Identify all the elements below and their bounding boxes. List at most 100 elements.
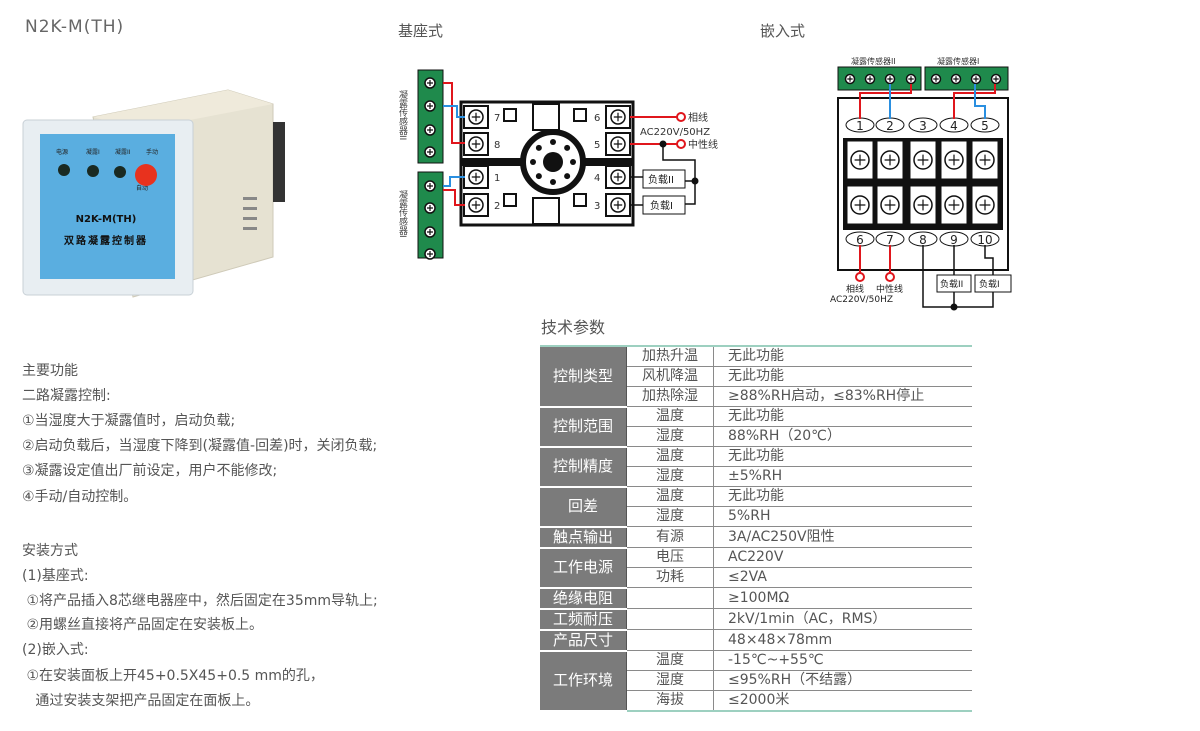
supply-label: AC220V/50HZ (640, 127, 710, 138)
table-row: 控制类型加热升温无此功能 (540, 346, 972, 408)
terminal-number: 9 (950, 233, 958, 247)
table-row: 湿度≤95%RH（不结露） (540, 670, 972, 691)
led-label-dew1: 凝露I (86, 148, 100, 156)
terminal-number: 1 (856, 119, 864, 133)
spec-group-label: 工作环境 (540, 650, 627, 712)
terminal-number: 4 (594, 173, 600, 184)
emb-load1-label: 负载I (979, 278, 1000, 290)
table-row: 绝缘电阻 ≥100MΩ (540, 587, 972, 610)
emb-load1-box (974, 274, 1012, 293)
spec-group-label: 控制精度 (540, 446, 627, 488)
spec-sub-label: 风机降温 (626, 366, 714, 387)
spec-sub-label: 有源 (626, 526, 714, 548)
table-row: 控制精度温度无此功能 (540, 446, 972, 488)
table-row: 控制范围温度无此功能 (540, 406, 972, 448)
spec-group-label: 绝缘电阻 (540, 587, 627, 610)
live-label: 相线 (688, 111, 708, 124)
terminal-number: 6 (594, 113, 600, 124)
emb-live-label: 相线 (846, 283, 864, 295)
spec-sub-label: 温度 (626, 650, 714, 671)
base-mount-title: 基座式 (398, 22, 444, 40)
load1-label: 负载I (650, 199, 673, 212)
function-line: ①当湿度大于凝露值时，启动负载; (22, 413, 236, 429)
panel-name: 双路凝露控制器 (64, 234, 148, 247)
spec-sub-label (626, 629, 714, 651)
table-row: 湿度±5%RH (540, 466, 972, 487)
sensor2-label: 凝露传感器II (397, 90, 408, 140)
auto-label: 自动 (136, 184, 148, 192)
function-line: ④手动/自动控制。 (22, 489, 138, 505)
spec-sub-label (626, 608, 714, 630)
terminal-number: 3 (919, 119, 927, 133)
spec-sub-label: 湿度 (626, 670, 714, 691)
spec-value: -15℃~+55℃ (713, 650, 972, 671)
spec-group-label: 回差 (540, 486, 627, 528)
spec-sub-label: 湿度 (626, 466, 714, 487)
terminal-number: 8 (494, 140, 500, 151)
emb-supply-label: AC220V/50HZ (830, 295, 893, 305)
spec-value: ≤2VA (713, 567, 972, 588)
spec-value: ≤2000米 (713, 690, 972, 712)
function-line: 二路凝露控制: (22, 388, 111, 404)
terminal-number: 2 (494, 201, 500, 212)
spec-group-label: 控制类型 (540, 346, 627, 408)
neutral-label: 中性线 (688, 138, 718, 151)
terminal-number: 6 (856, 233, 864, 247)
load2-label: 负载II (648, 173, 674, 186)
terminal-number: 8 (919, 233, 927, 247)
spec-value: 无此功能 (713, 366, 972, 387)
led-dew2 (114, 166, 126, 178)
emb-neutral-label: 中性线 (876, 283, 903, 295)
spec-value: ≥88%RH启动，≤83%RH停止 (713, 386, 972, 407)
terminal-number: 2 (886, 119, 894, 133)
spec-group-label: 工作电源 (540, 547, 627, 589)
emb-sensor1-block (924, 66, 1009, 91)
spec-value: ≥100MΩ (713, 587, 972, 609)
spec-sub-label: 海拔 (626, 690, 714, 712)
installation-line: 通过安装支架把产品固定在面板上。 (22, 693, 260, 709)
function-line: ③凝露设定值出厂前设定，用户不能修改; (22, 463, 278, 479)
table-row: 回差温度无此功能 (540, 486, 972, 528)
function-line: ②启动负载后，当湿度下降到(凝露值-回差)时，关闭负载; (22, 438, 378, 454)
functions-heading: 主要功能 (22, 363, 78, 379)
live-terminal-icon (676, 112, 686, 122)
spec-group-label: 触点输出 (540, 526, 627, 549)
spec-sub-label: 湿度 (626, 506, 714, 527)
installation-line: ①将产品插入8芯继电器座中，然后固定在35mm导轨上; (22, 593, 378, 609)
table-row: 功耗≤2VA (540, 567, 972, 588)
spec-value: 88%RH（20℃） (713, 426, 972, 447)
terminal-number: 1 (494, 173, 500, 184)
spec-sub-label (626, 587, 714, 609)
product-title: N2K-M(TH) (25, 17, 125, 37)
embedded-mount-title: 嵌入式 (760, 22, 806, 40)
emb-sensor2-label: 凝露传感器II (851, 56, 896, 66)
installation-line: ①在安装面板上开45+0.5X45+0.5 mm的孔， (22, 668, 324, 684)
spec-sub-label: 温度 (626, 446, 714, 467)
emb-load2-box (936, 274, 972, 293)
spec-sub-label: 湿度 (626, 426, 714, 447)
product-photo: 电源 凝露I 凝露II 手动 自动 N2K-M(TH) 双路凝露控制器 (22, 89, 285, 298)
spec-sub-label: 电压 (626, 547, 714, 568)
emb-sensor2-block (837, 66, 922, 91)
led-label-power: 电源 (56, 148, 68, 156)
terminal-number: 5 (594, 140, 600, 151)
spec-sub-label: 加热除湿 (626, 386, 714, 407)
led-power (58, 164, 70, 176)
table-row: 风机降温无此功能 (540, 366, 972, 387)
spec-value: 无此功能 (713, 346, 972, 367)
spec-value: ±5%RH (713, 466, 972, 487)
emb-sensor1-label: 凝露传感器I (937, 56, 979, 66)
spec-table: 控制类型加热升温无此功能风机降温无此功能加热除湿≥88%RH启动，≤83%RH停… (540, 345, 972, 712)
table-row: 工作环境温度-15℃~+55℃ (540, 650, 972, 712)
manual-label: 手动 (146, 148, 158, 156)
spec-value: 3A/AC250V阻性 (713, 526, 972, 548)
manual-auto-button (135, 164, 157, 186)
led-label-dew2: 凝露II (115, 148, 131, 156)
